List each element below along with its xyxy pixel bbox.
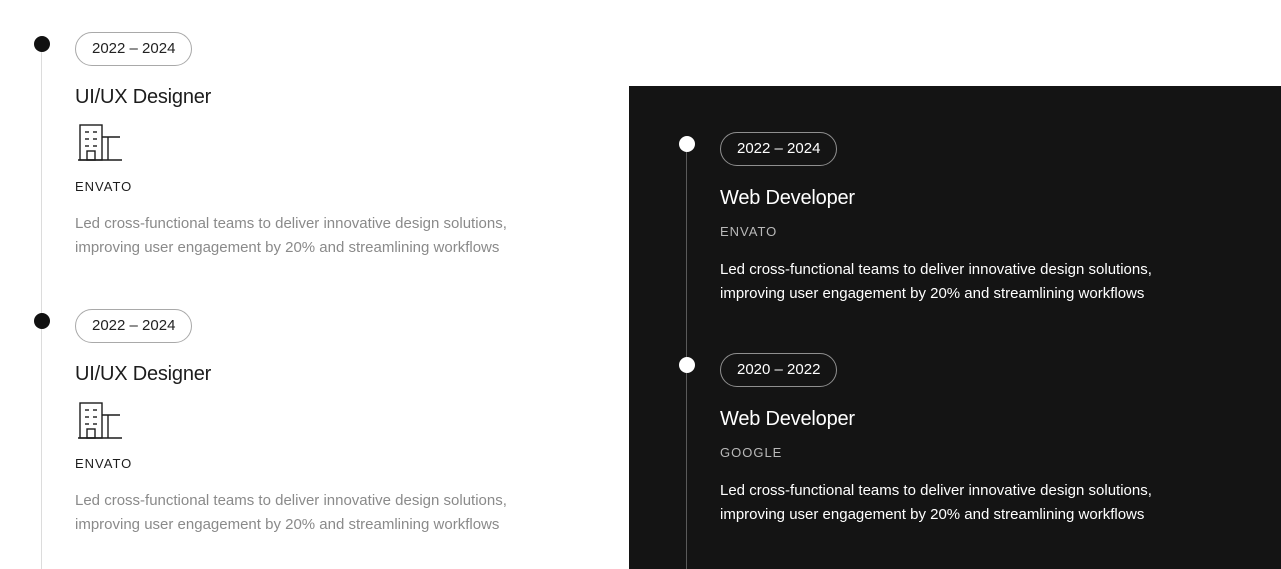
company-name: GOOGLE (720, 445, 783, 460)
company-name: ENVATO (720, 224, 778, 239)
job-title: Web Developer (720, 408, 855, 430)
building-icon (78, 402, 122, 439)
timeline-line (686, 144, 687, 569)
job-description: Led cross-functional teams to deliver in… (720, 482, 1152, 523)
period-badge: 2022 – 2024 (75, 309, 193, 343)
timeline-dot (34, 313, 50, 329)
job-description: Led cross-functional teams to deliver in… (75, 492, 507, 533)
job-title: Web Developer (720, 187, 855, 209)
company-name: ENVATO (75, 456, 133, 471)
period-badge: 2020 – 2022 (720, 353, 838, 387)
job-title: UI/UX Designer (75, 86, 212, 108)
timeline-line (41, 44, 42, 569)
timeline-dot (34, 36, 50, 52)
light-timeline: 2022 – 2024 UI/UX Designer ENVATO Led cr… (0, 0, 629, 569)
period-badge: 2022 – 2024 (720, 132, 838, 166)
building-icon (78, 124, 122, 161)
job-title: UI/UX Designer (75, 363, 212, 385)
job-description: Led cross-functional teams to deliver in… (75, 215, 507, 256)
job-description: Led cross-functional teams to deliver in… (720, 261, 1152, 302)
company-name: ENVATO (75, 179, 133, 194)
dark-timeline-panel: 2022 – 2024 Web Developer ENVATO Led cro… (629, 86, 1281, 569)
timeline-dot (679, 136, 695, 152)
period-badge: 2022 – 2024 (75, 32, 193, 66)
timeline-dot (679, 357, 695, 373)
